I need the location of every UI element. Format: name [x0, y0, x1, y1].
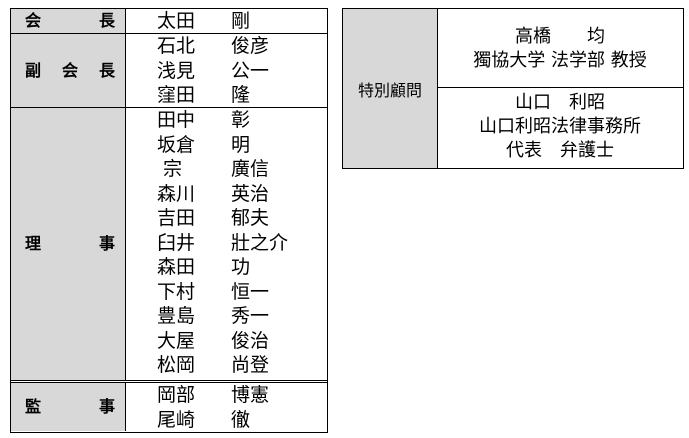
given-name: 俊治	[231, 329, 270, 352]
name-list: 岡部 博憲 尾崎 徹	[125, 383, 327, 432]
section-divider	[11, 107, 327, 108]
name-row: 太田 剛	[125, 9, 327, 34]
name-row: 豊島 秀一	[125, 304, 327, 329]
surname: 窪田	[157, 84, 196, 106]
advisor-name: 高橋 均	[515, 26, 605, 47]
name-row: 下村 恒一	[125, 280, 327, 305]
name-row: 坂倉 明	[125, 133, 327, 158]
name-row: 田中 彰	[125, 108, 327, 133]
advisor-position: 代表 弁護士	[506, 140, 614, 161]
name-list: 田中 彰 坂倉 明 宗 廣信 森川 英治 吉田 郁夫 臼井 壯之介 森田 功 下村 恒一 豊島 秀…	[125, 108, 327, 378]
surname: 岡部	[157, 384, 196, 406]
surname: 尾崎	[157, 408, 196, 431]
given-name: 英治	[231, 182, 270, 205]
name-row: 石北 俊彦	[125, 34, 327, 59]
surname: 浅見	[157, 59, 196, 82]
name-row: 大屋 俊治	[125, 329, 327, 354]
name-row: 臼井 壯之介	[125, 231, 327, 256]
special-advisor-table: 特別顧問 高橋 均 獨協大学 法学部 教授 山口 利昭 山口利昭法律事務所 代表…	[342, 8, 684, 169]
surname: 大屋	[157, 329, 196, 352]
role-char: 会	[61, 61, 78, 80]
vice-president-group: 副 会 長 石北 俊彦 浅見 公一 窪田 隆	[11, 34, 327, 108]
name-list: 太田 剛	[125, 9, 327, 34]
name-row: 森田 功	[125, 255, 327, 280]
given-name: 壯之介	[231, 231, 289, 254]
surname: 森川	[157, 182, 196, 205]
role-cell: 理 事	[11, 108, 126, 380]
directors-group: 理 事 田中 彰 坂倉 明 宗 廣信 森川 英治 吉田 郁夫 臼井 壯之介 森田 功 下村 恒一…	[11, 108, 327, 380]
name-row: 岡部 博憲	[125, 383, 327, 408]
advisor-name: 山口 利昭	[515, 92, 605, 113]
officers-table: 会 長 太田 剛 副 会 長 石北 俊彦 浅見 公一 窪田 隆 理 事	[10, 8, 328, 433]
role-label-directors: 理 事	[25, 236, 115, 252]
role-char: 監	[25, 397, 42, 416]
given-name: 秀一	[231, 305, 270, 327]
role-label-auditors: 監 事	[25, 399, 115, 415]
section-divider	[11, 33, 327, 34]
advisor-affiliation: 山口利昭法律事務所	[479, 116, 641, 137]
surname: 田中	[157, 109, 196, 131]
surname: 宗	[157, 158, 183, 180]
given-name: 郁夫	[231, 207, 270, 229]
section-divider	[11, 380, 327, 383]
surname: 豊島	[157, 305, 196, 327]
name-row: 窪田 隆	[125, 83, 327, 108]
role-char: 理	[25, 234, 42, 253]
given-name: 彰	[231, 109, 251, 131]
auditors-group: 監 事 岡部 博憲 尾崎 徹	[11, 383, 327, 431]
name-list: 石北 俊彦 浅見 公一 窪田 隆	[125, 34, 327, 108]
role-char: 会	[25, 11, 42, 30]
role-cell: 監 事	[11, 383, 126, 431]
surname: 坂倉	[157, 133, 196, 156]
role-label-vice-president: 副 会 長	[25, 63, 115, 79]
special-advisor-heading: 特別顧問	[343, 9, 438, 168]
surname: 太田	[157, 10, 196, 32]
role-char: 長	[98, 61, 115, 80]
given-name: 博憲	[231, 384, 270, 406]
given-name: 徹	[231, 408, 251, 431]
role-cell: 副 会 長	[11, 34, 126, 108]
given-name: 尚登	[231, 354, 270, 376]
role-char: 長	[98, 11, 115, 30]
given-name: 明	[231, 133, 251, 156]
given-name: 剛	[231, 10, 251, 32]
name-row: 宗 廣信	[125, 157, 327, 182]
given-name: 隆	[231, 84, 251, 106]
given-name: 公一	[231, 59, 270, 82]
surname: 臼井	[157, 231, 196, 254]
name-row: 浅見 公一	[125, 59, 327, 84]
given-name: 恒一	[231, 280, 270, 303]
surname: 松岡	[157, 354, 196, 376]
role-label-president: 会 長	[25, 13, 115, 29]
name-row: 吉田 郁夫	[125, 206, 327, 231]
advisor-entry: 高橋 均 獨協大学 法学部 教授	[437, 25, 683, 73]
surname: 下村	[157, 280, 196, 303]
advisor-affiliation: 獨協大学 法学部 教授	[473, 50, 647, 71]
surname: 森田	[157, 256, 196, 278]
name-row: 森川 英治	[125, 182, 327, 207]
given-name: 功	[231, 256, 251, 278]
role-char: 副	[25, 61, 42, 80]
role-char: 事	[98, 234, 115, 253]
name-row: 尾崎 徹	[125, 408, 327, 433]
given-name: 廣信	[231, 158, 270, 180]
role-char: 事	[98, 397, 115, 416]
surname: 吉田	[157, 207, 196, 229]
advisor-entry: 山口 利昭 山口利昭法律事務所 代表 弁護士	[437, 91, 683, 163]
surname: 石北	[157, 35, 196, 57]
advisor-divider	[437, 87, 683, 88]
given-name: 俊彦	[231, 35, 270, 57]
name-row: 松岡 尚登	[125, 353, 327, 378]
role-cell: 会 長	[11, 9, 126, 33]
president-group: 会 長 太田 剛	[11, 9, 327, 33]
